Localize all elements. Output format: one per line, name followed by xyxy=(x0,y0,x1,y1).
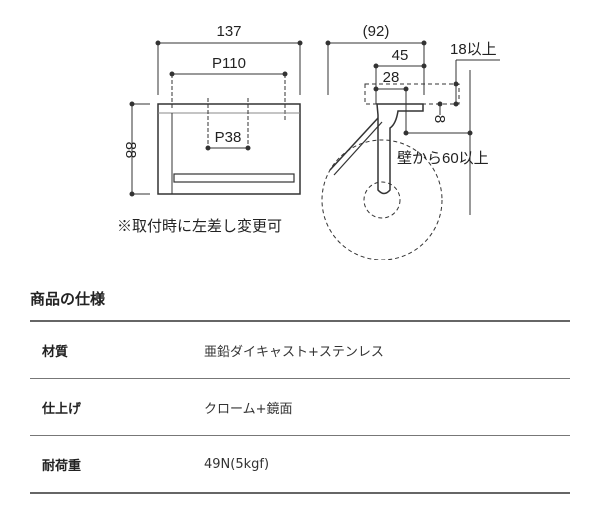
spec-value: クローム+鏡面 xyxy=(204,401,293,417)
spec-row-load: 耐荷重 49N(5kgf) xyxy=(30,436,570,494)
spec-value: 亜鉛ダイキャスト+ステンレス xyxy=(204,344,384,360)
technical-drawing-svg: 137 P110 P38 88 ※取付時に左差し変更可 (92) 45 28 8… xyxy=(117,23,500,261)
clearance-top-label: 18以上 xyxy=(450,41,497,58)
dim-28: 28 xyxy=(383,69,400,86)
dim-p38: P38 xyxy=(215,129,242,146)
spec-label: 材質 xyxy=(42,344,69,360)
dim-8: 8 xyxy=(431,115,448,123)
dimension-drawing: 137 P110 P38 88 ※取付時に左差し変更可 (92) 45 28 8… xyxy=(117,23,500,261)
spec-table: 材質 亜鉛ダイキャスト+ステンレス 仕上げ クローム+鏡面 耐荷重 49N(5k… xyxy=(30,320,570,494)
spec-row-material: 材質 亜鉛ダイキャスト+ステンレス xyxy=(30,322,570,379)
dim-p110: P110 xyxy=(212,55,246,72)
dim-137: 137 xyxy=(216,23,241,40)
spec-label: 仕上げ xyxy=(42,401,82,417)
dim-92: (92) xyxy=(363,23,390,40)
spec-label: 耐荷重 xyxy=(42,458,82,474)
clearance-wall-label: 壁から60以上 xyxy=(397,150,489,167)
spec-value: 49N(5kgf) xyxy=(204,456,270,472)
spec-row-finish: 仕上げ クローム+鏡面 xyxy=(30,379,570,436)
dim-88: 88 xyxy=(122,142,139,159)
dim-45: 45 xyxy=(392,47,409,64)
mounting-note: ※取付時に左差し変更可 xyxy=(117,218,282,235)
specs-heading: 商品の仕様 xyxy=(30,290,106,308)
table-top-rule xyxy=(30,320,570,322)
